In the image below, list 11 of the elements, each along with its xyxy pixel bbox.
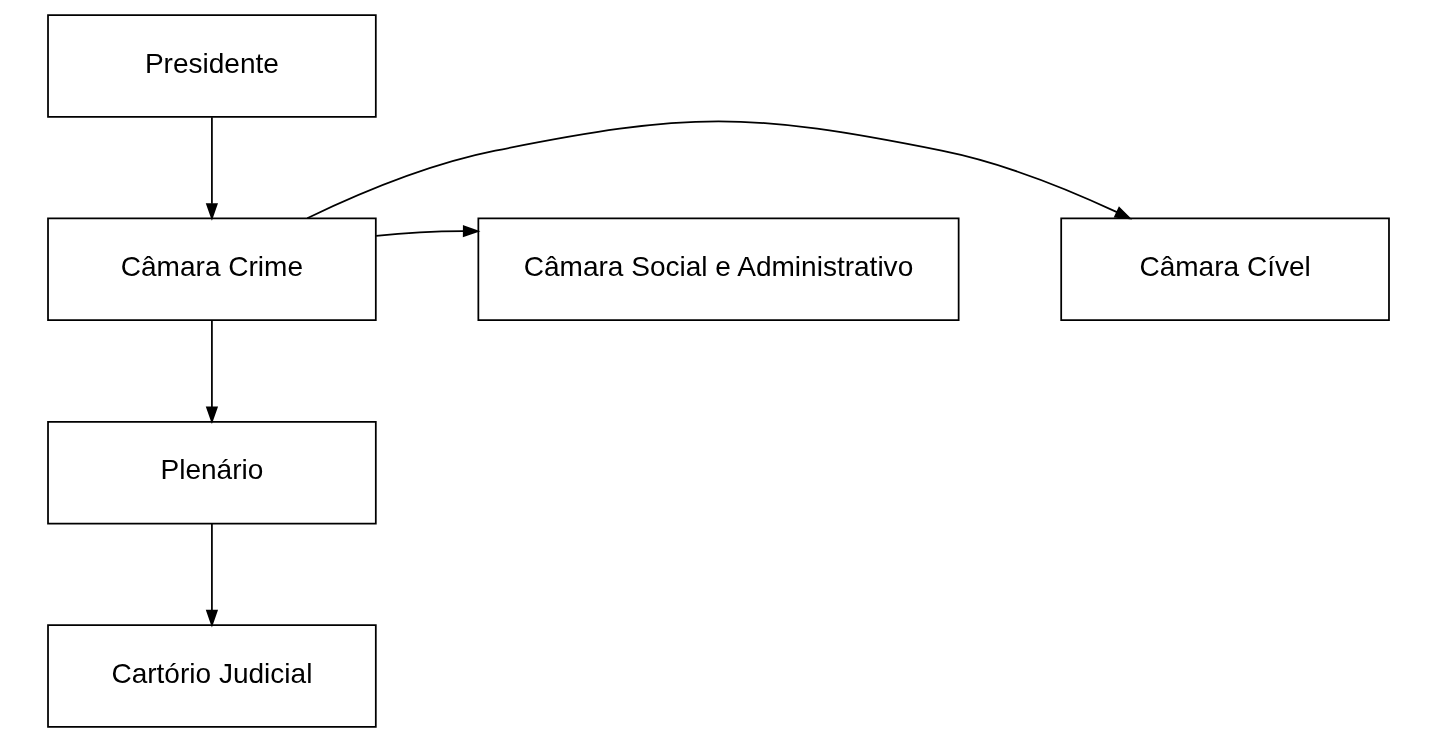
arrow — [205, 319, 218, 425]
node-box: Câmara Crime — [46, 217, 377, 322]
arrow — [305, 120, 1132, 220]
node-box: Câmara Cível — [1059, 217, 1390, 322]
arrow — [205, 522, 218, 628]
node-box: Câmara Social e Administrativo — [476, 217, 960, 322]
node-box: Presidente — [46, 14, 377, 118]
arrow — [374, 225, 480, 238]
arrow — [205, 116, 218, 221]
node-box: Plenário — [46, 420, 377, 525]
node-box: Cartório Judicial — [46, 624, 377, 728]
